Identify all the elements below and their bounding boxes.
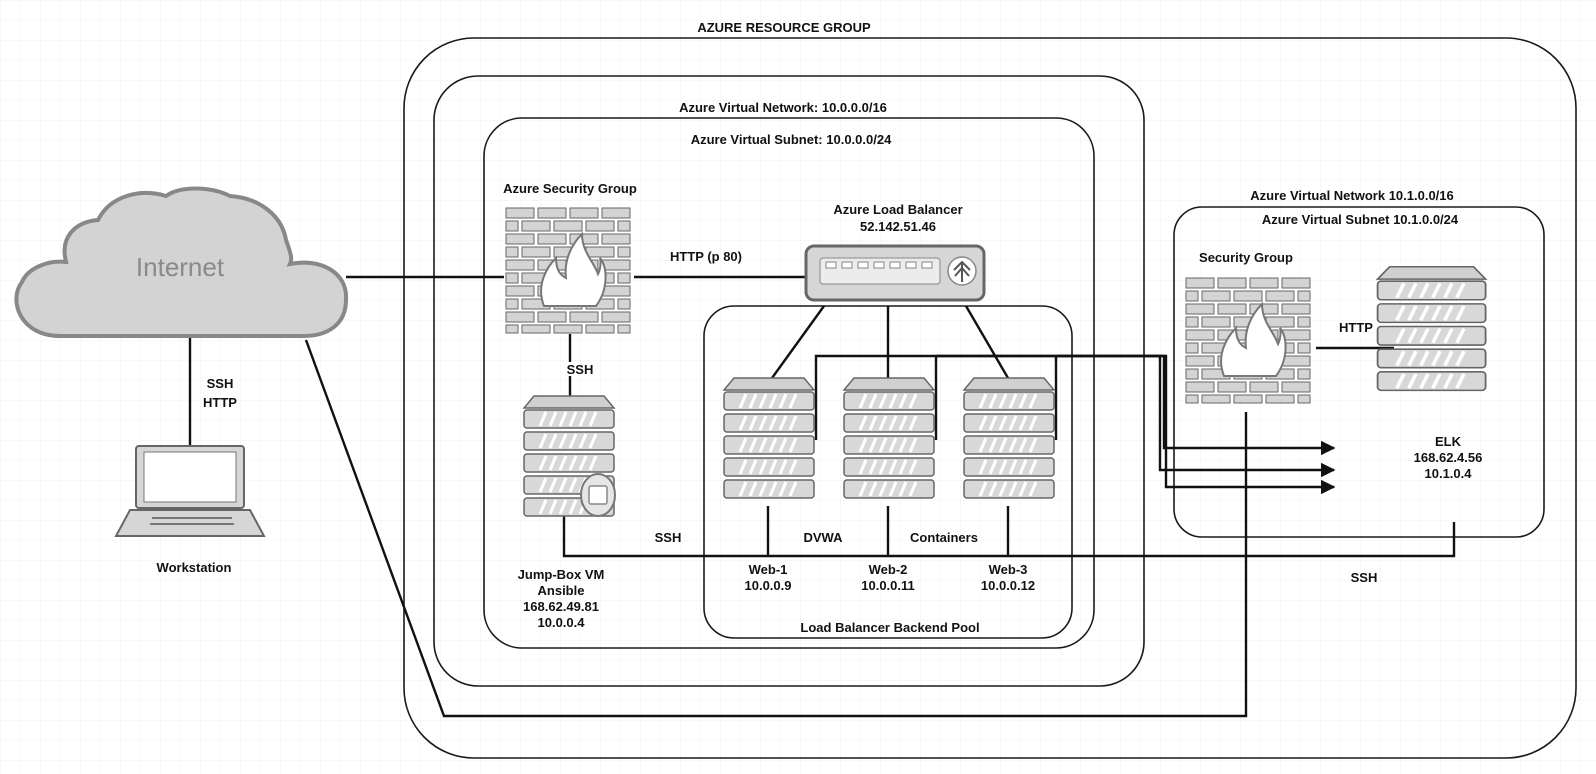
subnet1-box[interactable] (483, 117, 1095, 649)
web2-ip: 10.0.0.11 (861, 578, 915, 593)
workstation-laptop-icon[interactable] (114, 445, 266, 537)
elk-private-ip: 10.1.0.4 (1425, 466, 1473, 481)
workstation-label: Workstation (157, 560, 232, 575)
subnet2-box[interactable] (1173, 206, 1545, 538)
dvwa-label: DVWA (804, 530, 844, 545)
internet-label: Internet (136, 252, 225, 282)
security-group2-label: Security Group (1199, 250, 1293, 265)
ansible-gear-icon (580, 473, 616, 517)
web1-name: Web-1 (749, 562, 788, 577)
vnet1-label: Azure Virtual Network: 10.0.0.0/16 (679, 100, 887, 115)
elk-server-icon[interactable] (1375, 264, 1488, 393)
web3-server-icon[interactable] (962, 376, 1056, 500)
web2-server-icon[interactable] (842, 376, 936, 500)
resource-group-label: AZURE RESOURCE GROUP (697, 20, 871, 35)
ssh-bus-label: SSH (655, 530, 682, 545)
elk-name: ELK (1435, 434, 1462, 449)
http-link-label: HTTP (p 80) (670, 249, 742, 264)
jumpbox-name: Jump-Box VM (518, 567, 605, 582)
web3-ip: 10.0.0.12 (981, 578, 1035, 593)
web1-server-icon[interactable] (722, 376, 816, 500)
workstation-link-ssh: SSH (207, 376, 234, 391)
load-balancer-label: Azure Load Balancer (833, 202, 962, 217)
subnet2-label: Azure Virtual Subnet 10.1.0.0/24 (1262, 212, 1459, 227)
jumpbox-private-ip: 10.0.0.4 (538, 615, 586, 630)
backend-pool-label: Load Balancer Backend Pool (800, 620, 979, 635)
elk-public-ip: 168.62.4.56 (1414, 450, 1483, 465)
elk-http-label: HTTP (1339, 320, 1373, 335)
internet-cloud[interactable]: Internet (14, 186, 349, 338)
firewall2-icon[interactable] (1183, 275, 1315, 405)
firewall-icon[interactable] (503, 205, 635, 335)
web3-name: Web-3 (989, 562, 1028, 577)
web1-ip: 10.0.0.9 (745, 578, 792, 593)
elk-ssh-label: SSH (1351, 570, 1378, 585)
workstation-link-http: HTTP (203, 395, 237, 410)
vnet2-label: Azure Virtual Network 10.1.0.0/16 (1250, 188, 1454, 203)
load-balancer-icon[interactable] (804, 244, 986, 302)
jumpbox-public-ip: 168.62.49.81 (523, 599, 599, 614)
load-balancer-ip: 52.142.51.46 (860, 219, 936, 234)
jumpbox-role: Ansible (538, 583, 585, 598)
web2-name: Web-2 (869, 562, 908, 577)
sg-jumpbox-ssh-label: SSH (567, 362, 594, 377)
containers-label: Containers (910, 530, 978, 545)
connections (188, 275, 1456, 718)
azure-resource-group-box[interactable] (403, 37, 1577, 759)
subnet1-label: Azure Virtual Subnet: 10.0.0.0/24 (691, 132, 892, 147)
security-group1-label: Azure Security Group (503, 181, 637, 196)
vnet1-box[interactable] (433, 75, 1145, 687)
